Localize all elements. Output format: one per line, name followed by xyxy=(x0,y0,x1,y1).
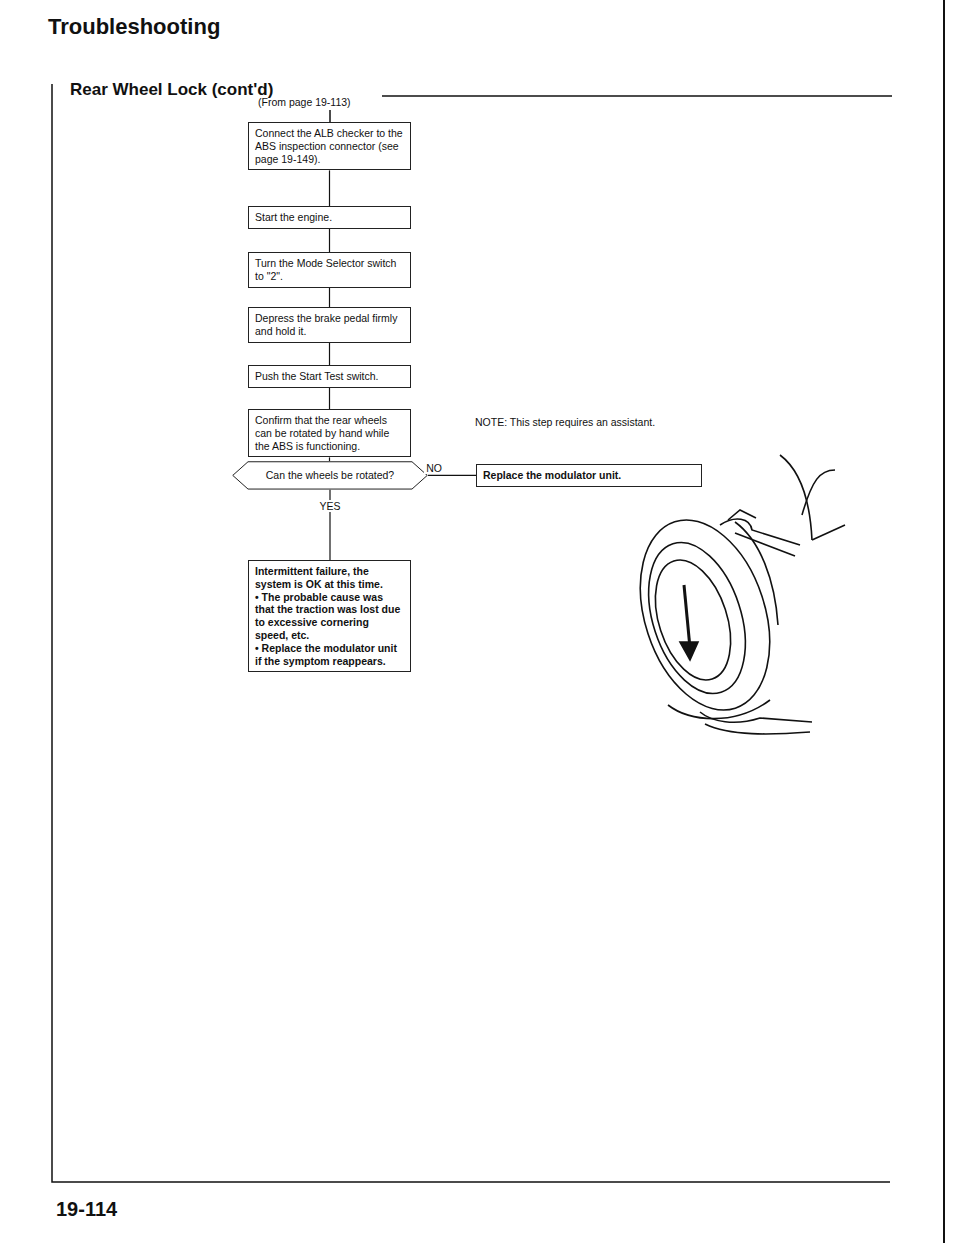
decision-shape: Can the wheels be rotated? xyxy=(232,461,428,490)
node-text: Can the wheels be rotated? xyxy=(250,469,410,482)
node-text: • Replace the modulator unit if the symp… xyxy=(255,642,404,668)
frame-line xyxy=(52,84,890,1182)
node-text: Start the engine. xyxy=(255,211,404,224)
node-text: Confirm that the rear wheels can be rota… xyxy=(255,414,404,452)
wheel-illustration xyxy=(618,455,845,734)
process-box: Intermittent failure, the system is OK a… xyxy=(248,560,411,672)
node-text: Replace the modulator unit. xyxy=(483,469,695,482)
edge-label: YES xyxy=(317,500,342,512)
leader-line xyxy=(329,110,331,122)
node-text: • The probable cause was that the tracti… xyxy=(255,591,404,642)
section-heading: Rear Wheel Lock (cont'd) xyxy=(70,80,273,100)
process-box: Confirm that the rear wheels can be rota… xyxy=(248,409,411,457)
flow-line xyxy=(329,343,330,365)
node-text: Depress the brake pedal firmly and hold … xyxy=(255,312,404,338)
node-text: Connect the ALB checker to the ABS inspe… xyxy=(255,127,404,165)
page-number: 19-114 xyxy=(56,1198,117,1221)
node-text: Turn the Mode Selector switch to "2". xyxy=(255,257,404,283)
process-box: Start the engine. xyxy=(248,206,411,229)
process-box: Push the Start Test switch. xyxy=(248,365,411,388)
note-text: NOTE: This step requires an assistant. xyxy=(475,416,655,428)
flow-line xyxy=(329,388,330,409)
page-edge-line xyxy=(943,0,945,1243)
process-box: Depress the brake pedal firmly and hold … xyxy=(248,307,411,343)
flow-line xyxy=(329,288,330,307)
edge-label: NO xyxy=(424,462,444,474)
flow-line xyxy=(329,457,330,461)
node-text: Intermittent failure, the system is OK a… xyxy=(255,565,404,591)
process-box: Replace the modulator unit. xyxy=(476,464,702,487)
flow-line xyxy=(329,170,330,206)
process-box: Connect the ALB checker to the ABS inspe… xyxy=(248,122,411,170)
flow-line xyxy=(329,229,330,252)
page-title: Troubleshooting xyxy=(48,14,220,40)
process-box: Turn the Mode Selector switch to "2". xyxy=(248,252,411,288)
flow-line xyxy=(428,475,476,476)
header-rule xyxy=(382,95,892,97)
source-reference: (From page 19-113) xyxy=(258,96,351,108)
node-text: Push the Start Test switch. xyxy=(255,370,404,383)
